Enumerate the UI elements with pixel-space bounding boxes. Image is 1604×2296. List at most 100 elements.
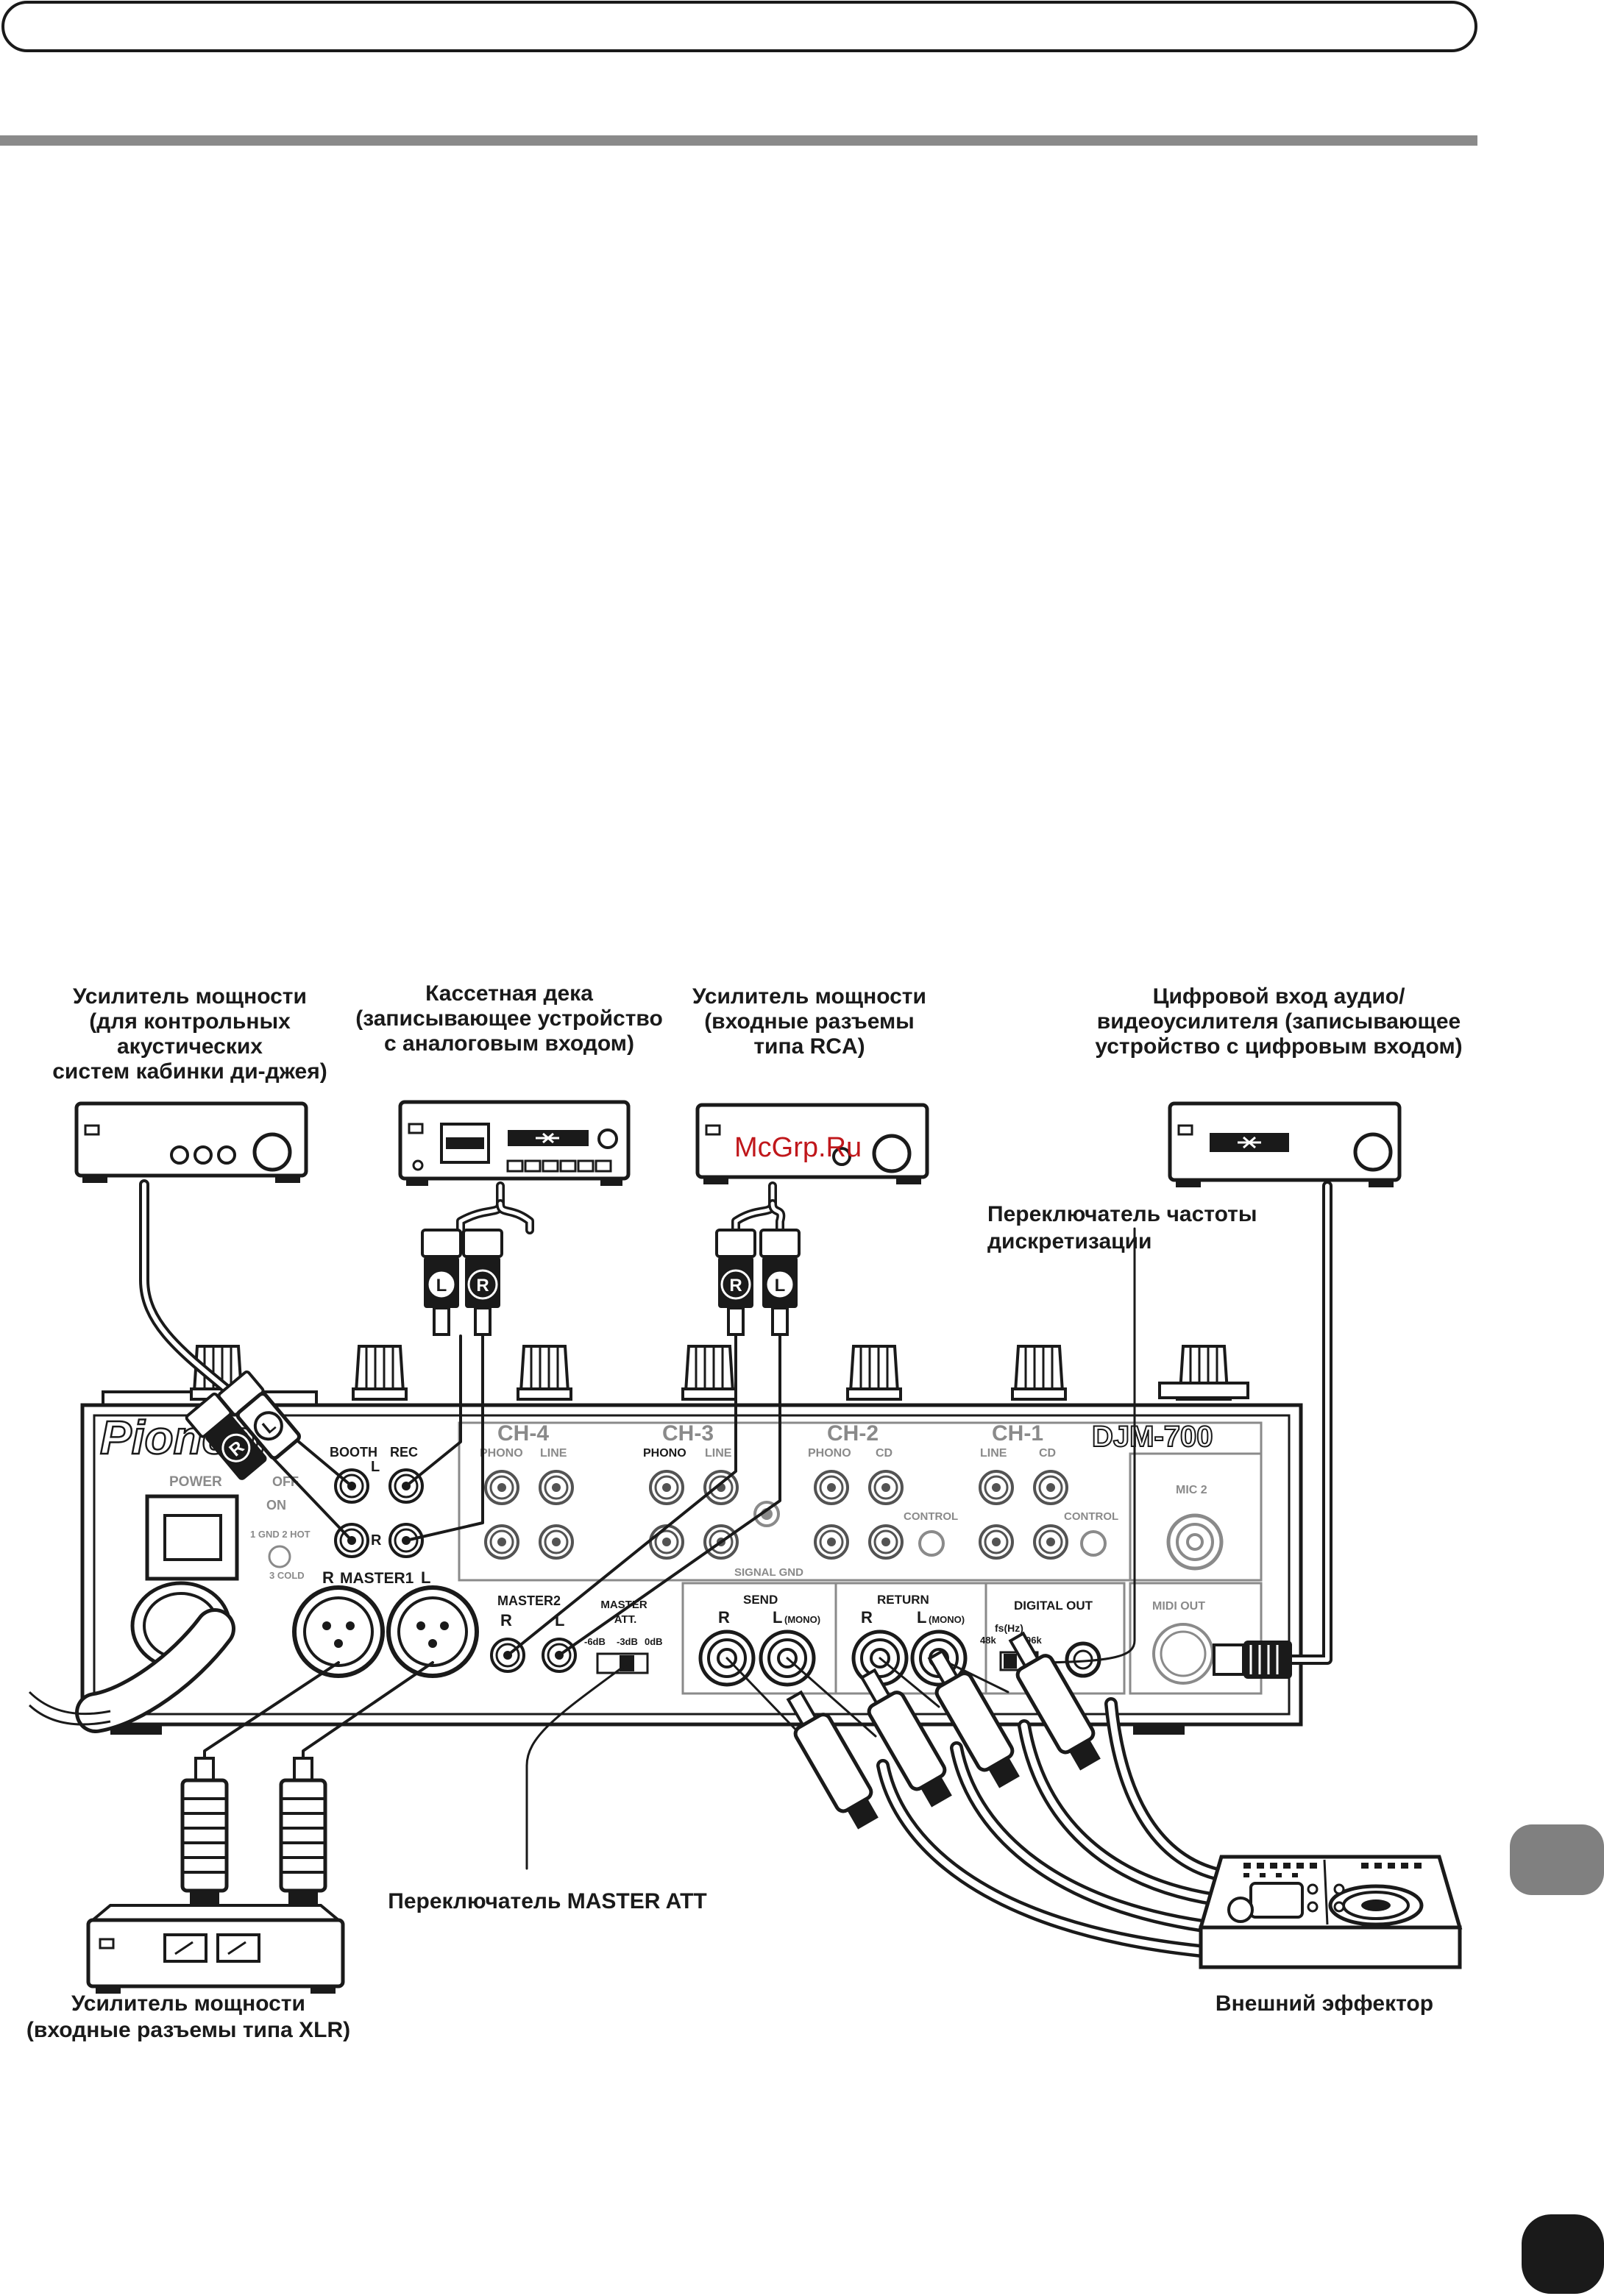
mono-label: (MONO) [784, 1614, 820, 1625]
channel-r-label: R [371, 1532, 382, 1549]
label-effector: Внешний эффектор [1216, 1991, 1433, 2016]
fs-hz-label: fs(Hz) [995, 1622, 1023, 1634]
phono-label: PHONO [643, 1447, 686, 1460]
booth-amplifier-device [74, 1101, 308, 1183]
att-value-label: -3dB [617, 1636, 638, 1647]
line-label: LINE [705, 1447, 732, 1460]
label-rca-amplifier: Усилитель мощности (входные разъемы типа… [692, 984, 926, 1059]
cd-label: CD [876, 1447, 893, 1460]
master-att-section: MASTER ATT. -6dB -3dB 0dB [584, 1599, 663, 1674]
power-label: POWER [169, 1474, 222, 1490]
signal-gnd-label: SIGNAL GND [734, 1566, 803, 1579]
line-label: LINE [540, 1447, 567, 1460]
att-value-label: -6dB [584, 1636, 606, 1647]
master1-label: MASTER1 [340, 1570, 414, 1587]
label-line: Усилитель мощности [71, 1991, 305, 2016]
channel-l-label: L [421, 1568, 430, 1587]
label-line: (для контрольных [89, 1009, 291, 1034]
plug-l-letter: L [775, 1276, 786, 1296]
send-return-section: SEND RETURN R L (MONO) R L (MONO) [681, 1582, 1126, 1695]
phone-plugs [786, 1631, 1101, 1830]
plug-r-letter: R [729, 1276, 742, 1296]
send-label: SEND [743, 1593, 778, 1607]
plug-l-letter: L [436, 1276, 447, 1296]
phono-label: PHONO [480, 1447, 523, 1460]
channel-l-label: L [773, 1608, 782, 1627]
header-title-bar [1, 1, 1477, 52]
xlr-amplifier-device [86, 1904, 345, 1994]
booth-rec-section: BOOTH REC L R [330, 1445, 424, 1558]
rec-label: REC [390, 1445, 418, 1460]
booth-label: BOOTH [330, 1445, 377, 1460]
xlr-pin-label: 1 GND 2 HOT [250, 1529, 310, 1540]
plug-r-letter: R [476, 1276, 489, 1296]
label-line: Усилитель мощности [73, 984, 307, 1009]
label-line: Кассетная дека [425, 981, 593, 1006]
label-line: Усилитель мощности [692, 984, 926, 1009]
cassette-plugs: L R [421, 1229, 503, 1336]
digital-recorder-device [1168, 1101, 1402, 1187]
section-rule [0, 135, 1477, 146]
label-line: Переключатель частоты [987, 1202, 1257, 1226]
label-xlr-amplifier: Усилитель мощности (входные разъемы типа… [26, 1991, 350, 2042]
label-line: акустических [117, 1034, 263, 1059]
master-att-label: ATT. [614, 1613, 637, 1626]
cd-label: CD [1039, 1447, 1056, 1460]
label-digital-input: Цифровой вход аудио/ видеоусилителя (зап… [1095, 984, 1462, 1059]
mixer-rear-panel [80, 1403, 1303, 1735]
label-fs-switch: Переключатель частоты дискретизации [987, 1202, 1257, 1254]
label-line: систем кабинки ди-джея) [52, 1059, 327, 1084]
label-booth-amplifier: Усилитель мощности (для контрольных акус… [52, 984, 327, 1084]
model-name: DJM-700 [1092, 1421, 1213, 1453]
cassette-deck-device [398, 1100, 631, 1186]
xlr-pin-label: 3 COLD [269, 1570, 305, 1581]
booth-plugs: L R [185, 1370, 301, 1480]
optical-plug [1213, 1641, 1292, 1679]
label-line: устройство с цифровым входом) [1095, 1034, 1462, 1059]
mic2-label: MIC 2 [1176, 1484, 1207, 1496]
xlr-plugs [182, 1758, 325, 1913]
power-cord [28, 1581, 235, 1733]
midi-out-label: MIDI OUT [1152, 1600, 1205, 1613]
label-line: типа RCA) [753, 1034, 865, 1059]
fs-48-label: 48k [980, 1635, 996, 1646]
midi-out-section: MIDI OUT [1129, 1582, 1263, 1695]
label-line: дискретизации [987, 1229, 1151, 1254]
channel-r-label: R [718, 1608, 730, 1627]
watermark-text: McGrp.Ru [734, 1132, 862, 1163]
label-line: Цифровой вход аудио/ [1153, 984, 1406, 1009]
channel-inputs: CH-4 CH-3 CH-2 CH-1 PHONO LINE PHONO LIN… [458, 1421, 1263, 1582]
ch4-label: CH-4 [497, 1421, 549, 1446]
label-line: (входные разъемы [704, 1009, 915, 1034]
power-section: POWER OFF ON 1 GND 2 HOT 3 COLD [145, 1474, 310, 1581]
master1-section: R MASTER1 L [294, 1568, 477, 1676]
ch1-label: CH-1 [992, 1421, 1043, 1446]
line-label: LINE [980, 1447, 1007, 1460]
channel-r-label: R [500, 1611, 512, 1629]
label-line: (записывающее устройство [355, 1006, 663, 1031]
control-label: CONTROL [904, 1510, 958, 1523]
return-label: RETURN [877, 1593, 929, 1607]
att-value-label: 0dB [645, 1636, 663, 1647]
master2-label: MASTER2 [497, 1593, 561, 1608]
mic2-section: MIC 2 [1129, 1452, 1263, 1582]
rca-amp-plugs: R L [715, 1229, 801, 1336]
page-number-tab [1522, 2214, 1604, 2294]
mixer-top-knobs [102, 1345, 1249, 1410]
on-label: ON [266, 1498, 286, 1513]
label-master-att: Переключатель MASTER ATT [388, 1889, 706, 1913]
digital-out-label: DIGITAL OUT [1014, 1599, 1093, 1613]
phono-label: PHONO [808, 1447, 851, 1460]
label-line: с аналоговым входом) [384, 1031, 634, 1056]
ch2-label: CH-2 [827, 1421, 879, 1446]
mono-label: (MONO) [929, 1614, 965, 1625]
control-label: CONTROL [1064, 1510, 1118, 1523]
label-line: (входные разъемы типа XLR) [26, 2018, 350, 2042]
effector-device [1198, 1855, 1463, 1969]
ch3-label: CH-3 [662, 1421, 714, 1446]
rca-amplifier-device: McGrp.Ru [695, 1103, 929, 1184]
label-cassette-deck: Кассетная дека (записывающее устройство … [355, 981, 663, 1056]
channel-l-label: L [371, 1459, 380, 1475]
channel-r-label: R [861, 1608, 873, 1627]
